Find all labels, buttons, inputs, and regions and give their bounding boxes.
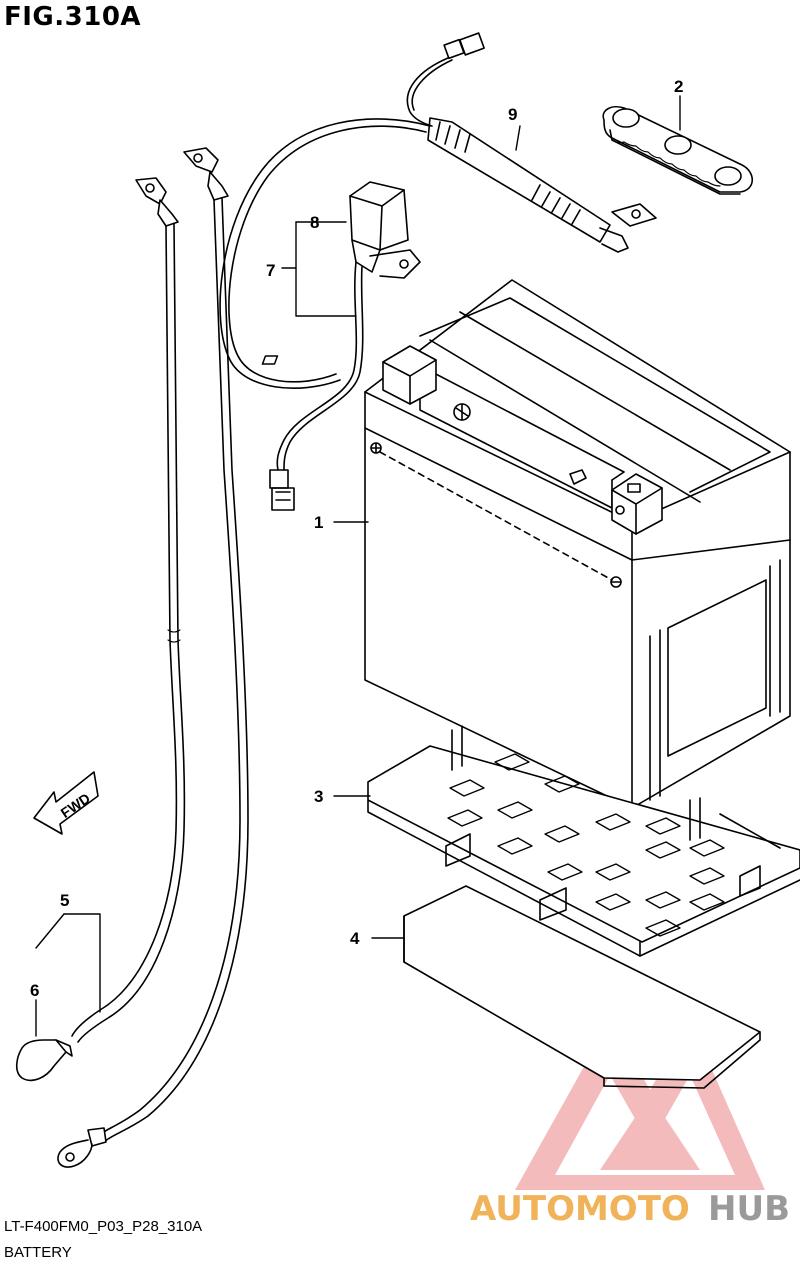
callout-8: 8	[310, 213, 319, 232]
callout-7: 7	[266, 261, 275, 280]
figure-title: FIG.310A	[4, 2, 142, 32]
fwd-arrow-icon: FWD	[33, 771, 99, 835]
watermark-text: AUTOMOTO HUB	[470, 1189, 790, 1229]
callout-4: 4	[350, 929, 360, 948]
callout-3: 3	[314, 787, 323, 806]
watermark-text-part1: AUTOMOTO	[470, 1189, 690, 1229]
terminal-cover-part-2	[602, 105, 754, 195]
callout-5: 5	[60, 891, 69, 910]
battery-tray-part-3	[367, 725, 800, 957]
cap-part-6	[15, 1039, 73, 1082]
lead-wire-part-9	[219, 32, 657, 389]
relay-part-8	[269, 181, 421, 511]
battery-pad-part-4	[403, 885, 761, 1089]
battery-part-1	[261, 279, 791, 809]
section-name: BATTERY	[4, 1244, 72, 1261]
callout-9: 9	[508, 105, 517, 124]
callout-2: 2	[674, 77, 683, 96]
callout-1: 1	[314, 513, 323, 532]
model-code: LT-F400FM0_P03_P28_310A	[4, 1218, 203, 1235]
ground-cable	[57, 147, 249, 1168]
callout-6: 6	[30, 981, 39, 1000]
watermark-text-part2: HUB	[708, 1189, 790, 1229]
